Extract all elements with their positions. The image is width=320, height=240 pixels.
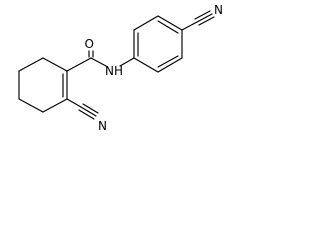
ring-bond [18, 98, 44, 113]
aryl-bond [133, 57, 159, 73]
oxygen-label: O [85, 37, 94, 51]
nitrile-triple-bond [80, 106, 97, 117]
bond-carbonyl-to-nitrogen [90, 57, 107, 67]
nitrile-nitrogen-bottom-label: N [98, 119, 107, 133]
ring-bond [42, 57, 68, 72]
nitrile-nitrogen-top-label: N [214, 3, 223, 17]
bond-aryl-to-nitrile-carbon [181, 21, 198, 31]
aryl-bond [157, 15, 183, 31]
nitrile-triple-bond [194, 10, 211, 20]
nitrile-triple-bond [82, 103, 99, 114]
amide-hydrogen-label: H [114, 64, 123, 78]
bond-nitrogen-to-aryl [119, 57, 135, 67]
nitrile-triple-bond [196, 13, 213, 23]
aryl-bond [157, 57, 183, 73]
ring-bond [42, 98, 68, 113]
bond-ring-to-nitrile-carbon [66, 98, 82, 108]
nitrile-triple-bond [78, 109, 95, 120]
nitrile-triple-bond [198, 16, 215, 26]
bond-ring-to-carbonyl [66, 57, 92, 72]
aryl-bond-inner [157, 20, 179, 34]
ring-bond [18, 57, 44, 72]
aryl-bond-inner [157, 55, 179, 68]
structure-diagram: O N H N N [18, 3, 223, 133]
amide-nitrogen-label: N [105, 64, 114, 78]
aryl-bond [133, 15, 159, 31]
